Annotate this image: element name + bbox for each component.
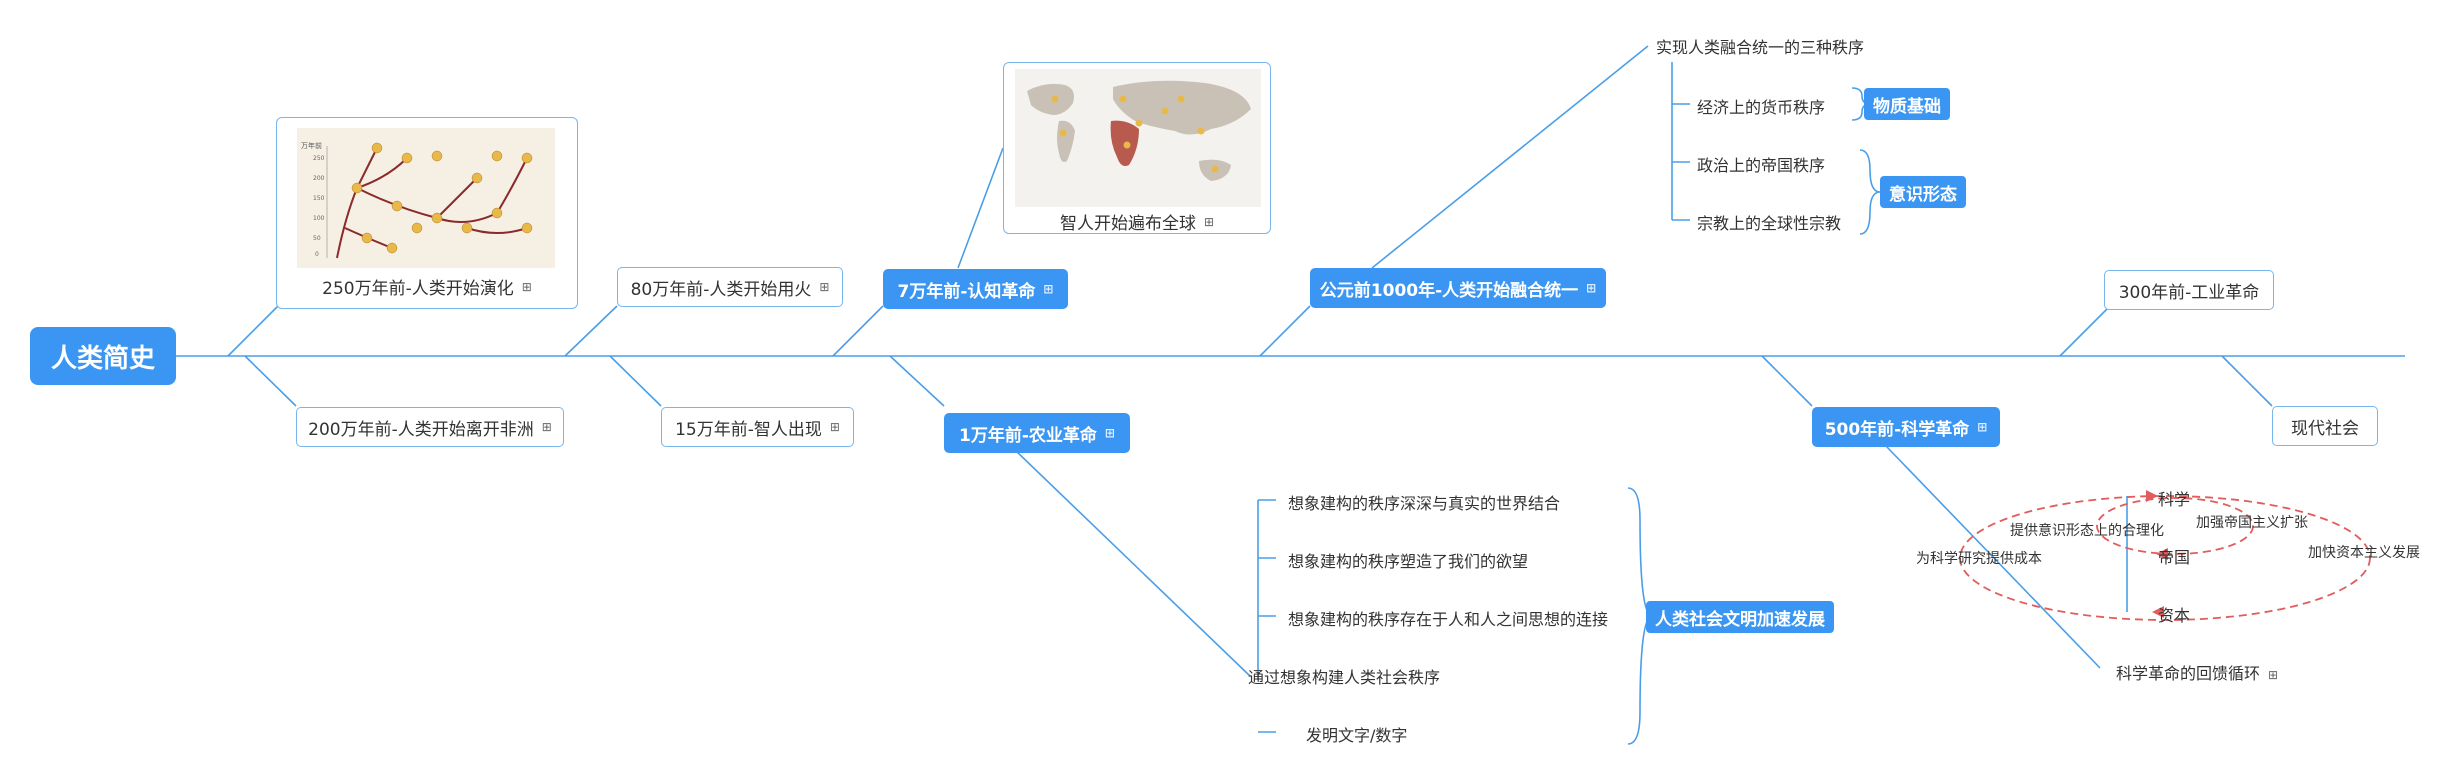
agri-item-2[interactable]: 想象建构的秩序塑造了我们的欲望	[1288, 552, 1529, 571]
node-1000bc-unification[interactable]: 公元前1000年-人类开始融合统一 ⊞	[1310, 268, 1606, 308]
agri-item-5[interactable]: 发明文字/数字	[1306, 726, 1408, 745]
evo-tick: 200	[313, 175, 325, 182]
node-modern-society[interactable]: 现代社会	[2272, 406, 2378, 446]
world-map-caption: 智人开始遍布全球	[1059, 214, 1196, 234]
node-80-fire[interactable]: 80万年前-人类开始用火 ⊞	[617, 267, 843, 307]
evo-tick: 100	[313, 215, 325, 222]
note-icon[interactable]: ⊞	[541, 420, 552, 434]
cycle-link-research-funding: 为科学研究提供成本	[1916, 551, 2042, 567]
unity-religion[interactable]: 宗教上的全球性宗教	[1697, 214, 1842, 233]
node-300-industrial-revolution[interactable]: 300年前-工业革命	[2104, 270, 2274, 310]
node-500-scientific-revolution[interactable]: 500年前-科学革命 ⊞	[1812, 407, 2000, 447]
evo-tick: 150	[313, 195, 325, 202]
node-15-sapiens[interactable]: 15万年前-智人出现 ⊞	[661, 407, 854, 447]
evo-ylabel: 万年前	[301, 141, 322, 150]
note-icon[interactable]: ⊞	[1586, 281, 1597, 295]
cycle-ellipse-inner	[2096, 497, 2254, 555]
evo-tick: 0	[315, 251, 319, 258]
note-icon[interactable]: ⊞	[1043, 282, 1054, 296]
tag-ideology[interactable]: 意识形态	[1880, 176, 1966, 208]
cycle-caption[interactable]: 科学革命的回馈循环⊞	[2116, 664, 2279, 683]
cycle-science[interactable]: 科学	[2158, 490, 2191, 509]
note-icon[interactable]: ⊞	[819, 280, 830, 294]
tag-material-basis[interactable]: 物质基础	[1864, 88, 1950, 120]
node-250-evolution[interactable]: 万年前 250 200 150 100 50 0 250万年前-人类开	[276, 117, 578, 309]
cycle-ellipse-outer	[1959, 495, 2371, 621]
root-node[interactable]: 人类简史	[30, 327, 176, 385]
note-icon[interactable]: ⊞	[521, 279, 532, 294]
note-icon[interactable]: ⊞	[1977, 420, 1988, 434]
evo-tick: 50	[313, 235, 321, 242]
evo-tick: 250	[313, 155, 325, 162]
note-icon[interactable]: ⊞	[2268, 668, 2279, 682]
unity-title[interactable]: 实现人类融合统一的三种秩序	[1656, 38, 1865, 57]
evolution-chart-image: 万年前 250 200 150 100 50 0	[297, 128, 555, 268]
note-icon[interactable]: ⊞	[829, 420, 840, 434]
agri-item-1[interactable]: 想象建构的秩序深深与真实的世界结合	[1288, 494, 1561, 513]
agri-item-3[interactable]: 想象建构的秩序存在于人和人之间思想的连接	[1288, 610, 1609, 629]
agri-item-4[interactable]: 通过想象构建人类社会秩序	[1248, 668, 1441, 687]
note-icon[interactable]: ⊞	[1203, 214, 1215, 229]
unity-money[interactable]: 经济上的货币秩序	[1697, 98, 1826, 117]
cycle-link-capitalism: 加快资本主义发展	[2308, 545, 2420, 561]
world-map-image	[1015, 69, 1261, 207]
tag-civilization-acceleration[interactable]: 人类社会文明加速发展	[1646, 601, 1834, 633]
node-200-leave-africa[interactable]: 200万年前-人类开始离开非洲 ⊞	[296, 407, 564, 447]
cycle-link-ideology: 提供意识形态上的合理化	[2010, 523, 2164, 539]
node-250-label: 250万年前-人类开始演化	[322, 279, 514, 299]
cycle-link-imperial-expansion: 加强帝国主义扩张	[2196, 515, 2308, 531]
world-map-node[interactable]: 智人开始遍布全球 ⊞	[1003, 62, 1271, 234]
cycle-empire[interactable]: 帝国	[2158, 548, 2191, 567]
note-icon[interactable]: ⊞	[1104, 426, 1115, 440]
node-1w-agricultural-revolution[interactable]: 1万年前-农业革命 ⊞	[944, 413, 1130, 453]
node-7-cognitive-revolution[interactable]: 7万年前-认知革命 ⊞	[883, 269, 1068, 309]
cycle-capital[interactable]: 资本	[2158, 606, 2191, 625]
unity-empire[interactable]: 政治上的帝国秩序	[1697, 156, 1826, 175]
